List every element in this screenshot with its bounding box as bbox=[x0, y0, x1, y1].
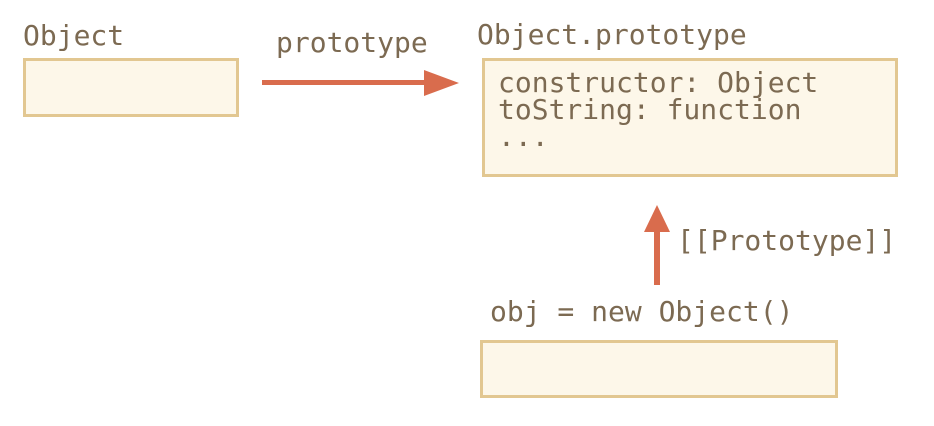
object-prototype-node-label: Object.prototype bbox=[477, 18, 747, 51]
object-prototype-entry-ellipsis: ... bbox=[498, 120, 549, 153]
object-prototype-entry-constructor: constructor: Object bbox=[498, 66, 819, 99]
prototype-arrow-head-icon bbox=[424, 70, 459, 96]
object-node-box bbox=[23, 58, 239, 117]
obj-instance-node-label: obj = new Object() bbox=[490, 295, 794, 328]
proto-edge-label: [[Prototype]] bbox=[677, 224, 897, 257]
obj-instance-node-box bbox=[480, 340, 838, 398]
proto-arrow-line bbox=[654, 230, 660, 285]
object-node-label: Object bbox=[23, 19, 125, 52]
prototype-arrow-line bbox=[262, 80, 425, 85]
prototype-edge-label: prototype bbox=[276, 26, 428, 59]
object-prototype-entry-tostring: toString: function bbox=[498, 93, 802, 126]
proto-arrow-head-icon bbox=[644, 205, 670, 232]
object-prototype-node-box: constructor: Object toString: function .… bbox=[482, 58, 898, 177]
